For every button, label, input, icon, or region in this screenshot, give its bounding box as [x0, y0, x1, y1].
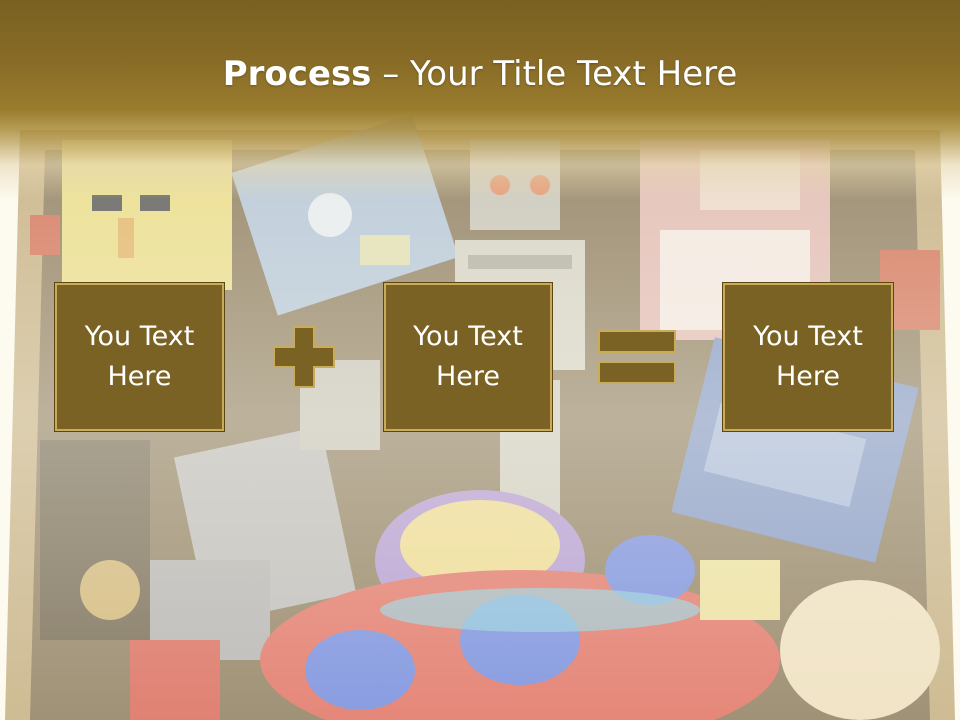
process-box-3[interactable]: You Text Here [722, 282, 894, 432]
equals-icon [598, 330, 676, 384]
header-band [0, 0, 960, 200]
title-rest: – Your Title Text Here [371, 54, 738, 94]
process-box-1-label: You Text Here [84, 321, 195, 392]
plus-icon [273, 326, 335, 388]
process-box-1[interactable]: You Text Here [54, 282, 225, 432]
process-box-2-label: You Text Here [413, 321, 523, 392]
slide-title[interactable]: Process – Your Title Text Here [0, 50, 960, 98]
title-bold: Process [222, 54, 372, 94]
process-box-3-label: You Text Here [753, 321, 863, 392]
process-box-2[interactable]: You Text Here [383, 282, 553, 432]
